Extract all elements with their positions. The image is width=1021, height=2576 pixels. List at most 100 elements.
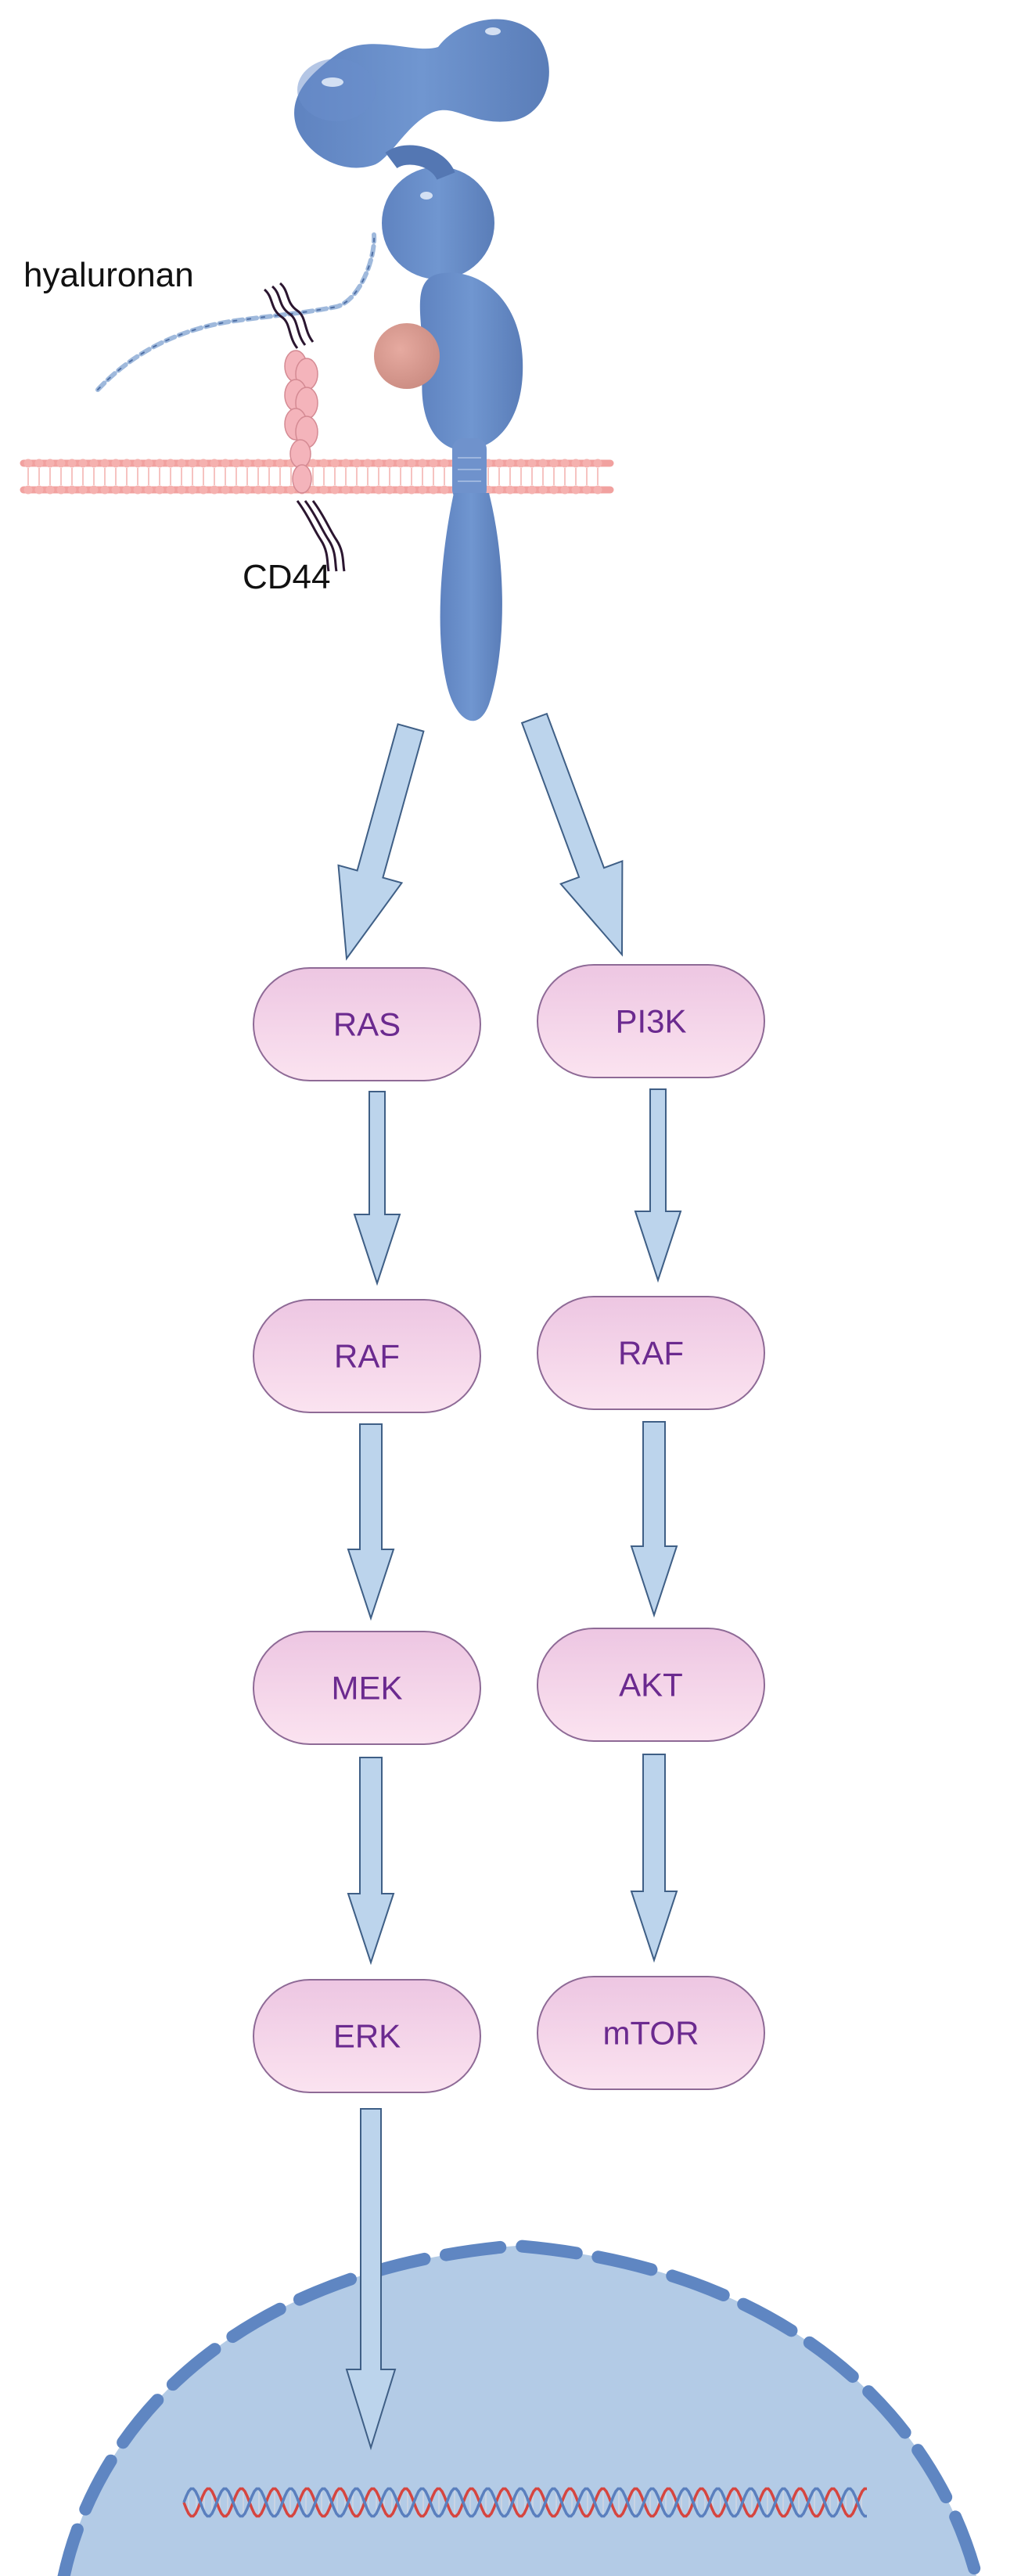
lipid-head xyxy=(23,485,33,495)
lipid-head xyxy=(275,485,285,495)
lipid-head xyxy=(549,459,559,468)
lipid-head xyxy=(100,459,110,468)
lipid-head xyxy=(155,459,164,468)
arrow-receptor-to-pi3k xyxy=(520,712,624,957)
lipid-head xyxy=(210,459,219,468)
lipid-head xyxy=(78,485,88,495)
hyaluronan-label: hyaluronan xyxy=(23,256,194,294)
lipid-head xyxy=(407,485,416,495)
lipid-head xyxy=(243,459,252,468)
node-mek-label: MEK xyxy=(331,1670,402,1707)
hyaluronan-chain xyxy=(95,232,377,392)
lipid-head xyxy=(221,459,230,468)
node-mtor-label: mTOR xyxy=(603,2015,699,2052)
lipid-head xyxy=(56,459,66,468)
nucleus xyxy=(57,2239,983,2576)
node-ras[interactable]: RAS xyxy=(253,967,481,1081)
lipid-head xyxy=(67,459,77,468)
lipid-head xyxy=(505,459,515,468)
node-akt[interactable]: AKT xyxy=(537,1628,765,1742)
lipid-head xyxy=(571,459,581,468)
lipid-head xyxy=(111,485,120,495)
node-akt-label: AKT xyxy=(619,1667,683,1704)
arrow-pi3k-to-raf xyxy=(634,1088,682,1283)
lipid-head xyxy=(199,459,208,468)
lipid-head xyxy=(45,485,55,495)
lipid-head xyxy=(221,485,230,495)
lipid-head xyxy=(516,459,526,468)
lipid-head xyxy=(23,459,33,468)
lipid-head xyxy=(385,485,394,495)
lipid-head xyxy=(111,459,120,468)
lipid-head xyxy=(34,459,44,468)
lipid-head xyxy=(210,485,219,495)
arrow-mek-to-erk xyxy=(347,1757,395,1966)
node-raf-right-label: RAF xyxy=(618,1335,684,1372)
lipid-head xyxy=(352,485,361,495)
node-raf-right[interactable]: RAF xyxy=(537,1296,765,1410)
arrow-erk-to-nucleus-shape xyxy=(345,2108,397,2451)
lipid-head xyxy=(89,485,99,495)
arrow-receptor-to-ras xyxy=(337,723,425,961)
lipid-head xyxy=(264,459,274,468)
lipid-head xyxy=(527,485,537,495)
lipid-head xyxy=(429,485,438,495)
cd44-receptor xyxy=(263,282,346,572)
lipid-head xyxy=(166,485,175,495)
lipid-head xyxy=(330,485,340,495)
lipid-head xyxy=(133,459,142,468)
lipid-head xyxy=(319,485,329,495)
lipid-head xyxy=(155,485,164,495)
lipid-head xyxy=(440,485,449,495)
node-mek[interactable]: MEK xyxy=(253,1631,481,1745)
lipid-head xyxy=(374,485,383,495)
lipid-head xyxy=(527,459,537,468)
lipid-head xyxy=(144,459,153,468)
lipid-head xyxy=(429,459,438,468)
lipid-head xyxy=(133,485,142,495)
lipid-head xyxy=(144,485,153,495)
lipid-head xyxy=(253,485,263,495)
lipid-head xyxy=(494,485,504,495)
lipid-head xyxy=(407,459,416,468)
lipid-head xyxy=(560,459,570,468)
lipid-head xyxy=(363,485,372,495)
lipid-head xyxy=(560,485,570,495)
lipid-head xyxy=(440,459,449,468)
lipid-head xyxy=(363,459,372,468)
lipid-head xyxy=(67,485,77,495)
lipid-head xyxy=(232,459,241,468)
dna-double-helix xyxy=(182,2487,867,2518)
lipid-head xyxy=(374,459,383,468)
lipid-head xyxy=(549,485,559,495)
lipid-head xyxy=(385,459,394,468)
ras-pathway: RAS RAF MEK ERK xyxy=(253,967,481,2093)
cell-membrane xyxy=(20,459,614,495)
lipid-head xyxy=(188,485,197,495)
arrow-ras-to-raf xyxy=(353,1091,401,1286)
lipid-head xyxy=(538,459,548,468)
ligand-ball xyxy=(374,323,440,389)
lipid-head xyxy=(308,459,318,468)
lipid-head xyxy=(494,459,504,468)
pathway-arrows xyxy=(337,712,682,1966)
lipid-head xyxy=(122,485,131,495)
lipid-head xyxy=(319,459,329,468)
lipid-head xyxy=(516,485,526,495)
lipid-head xyxy=(177,459,186,468)
lipid-head xyxy=(275,459,285,468)
cd44-label: CD44 xyxy=(243,558,331,596)
lipid-head xyxy=(34,485,44,495)
lipid-head xyxy=(264,485,274,495)
node-erk[interactable]: ERK xyxy=(253,1979,481,2093)
lipid-head xyxy=(330,459,340,468)
dna-strand-blue xyxy=(182,2487,867,2518)
node-raf-left[interactable]: RAF xyxy=(253,1299,481,1413)
lipid-head xyxy=(571,485,581,495)
node-mtor[interactable]: mTOR xyxy=(537,1976,765,2090)
node-pi3k[interactable]: PI3K xyxy=(537,964,765,1078)
lipid-head xyxy=(593,459,602,468)
arrow-raf-to-mek xyxy=(347,1423,395,1621)
arrow-raf-to-akt xyxy=(630,1421,678,1618)
arrow-erk-to-nucleus xyxy=(345,2108,397,2451)
